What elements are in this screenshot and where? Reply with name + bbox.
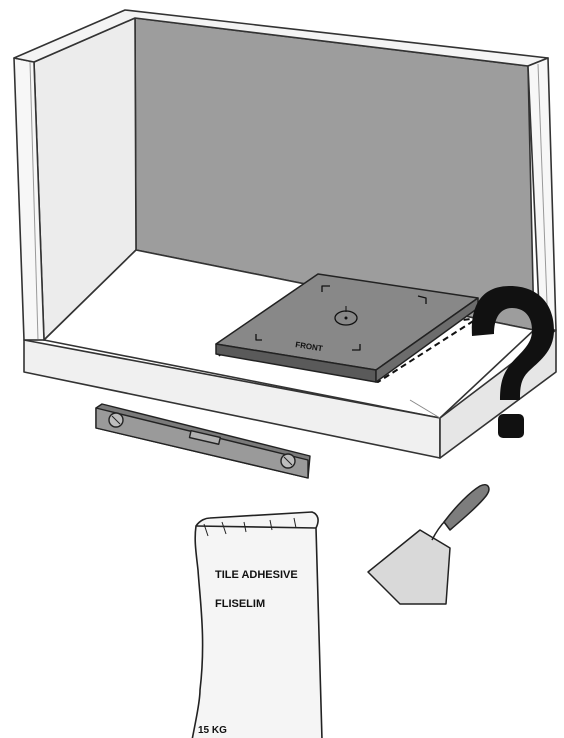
drain-dot — [345, 317, 348, 320]
bag-label-line1: TILE ADHESIVE — [215, 569, 298, 581]
bag-label-line2: FLISELIM — [215, 598, 265, 610]
bag-weight: 15 KG — [198, 725, 227, 736]
bag-body — [192, 512, 322, 738]
trowel-blade — [368, 530, 450, 604]
trowel-icon — [368, 485, 489, 604]
shower-cubicle — [14, 10, 556, 458]
trowel-handle — [444, 485, 489, 530]
adhesive-bag: TILE ADHESIVE FLISELIM 15 KG — [192, 512, 322, 738]
